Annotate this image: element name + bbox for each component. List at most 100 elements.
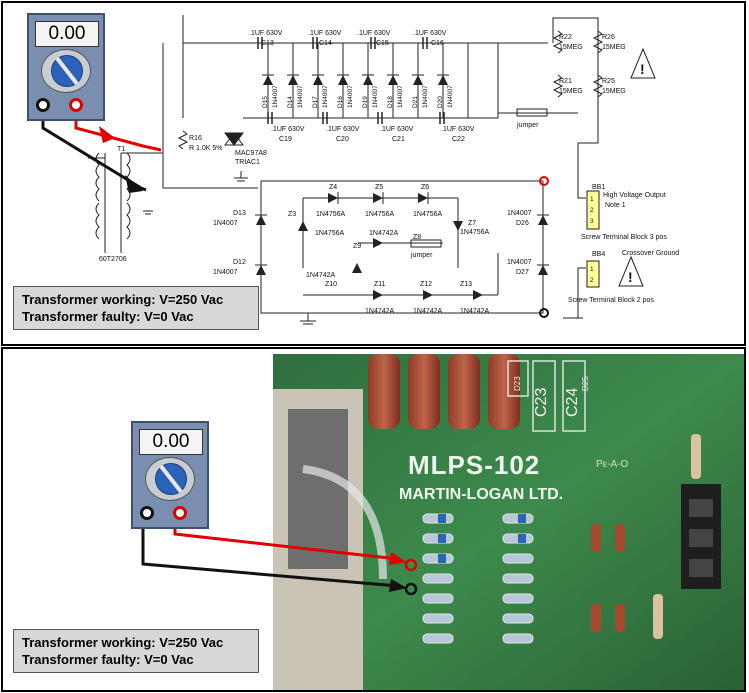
diode-part: 1N4007 <box>213 220 238 227</box>
triac-part: MAC97A8 <box>235 150 267 157</box>
rectifier-diodes <box>591 434 701 639</box>
diode-part: 1N4007 <box>347 85 354 108</box>
jumper-label: jumper <box>516 122 539 129</box>
cap-value: .1UF 630V <box>326 126 360 133</box>
board-name: MLPS-102 <box>408 450 540 480</box>
diode-ref: D17 <box>312 96 319 108</box>
diode-part: 1N4007 <box>422 85 429 108</box>
resistor-ref: R22 <box>559 34 572 41</box>
zener-part: 1N4742A <box>365 308 395 315</box>
zener-part: 1N4756A <box>315 230 345 237</box>
svg-text:!: ! <box>640 61 645 77</box>
zener-ref: Z13 <box>460 281 472 288</box>
info-line-working: Transformer working: V=250 Vac <box>22 635 224 650</box>
zener-ref: Z11 <box>374 281 386 288</box>
red-probe-point <box>539 176 549 186</box>
resistor-value: 15MEG <box>559 88 583 95</box>
zener-ref: Z9 <box>353 243 361 250</box>
info-line-working: Transformer working: V=250 Vac <box>22 292 224 307</box>
cap-value: .1UF 630V <box>441 126 475 133</box>
jumper-label: jumper <box>410 252 433 259</box>
resistor-value: 15MEG <box>559 44 583 51</box>
bb4-title: Crossover Ground <box>622 250 679 257</box>
cap-ref: C13 <box>261 40 274 47</box>
cap-value: .1UF 630V <box>308 30 342 37</box>
cap-ref: C16 <box>431 40 444 47</box>
diode-ref: D19 <box>362 96 369 108</box>
ref-label: D23 <box>513 376 522 391</box>
film-capacitors <box>368 354 520 429</box>
cap-ref: C21 <box>392 136 405 143</box>
warning-icon: ! <box>618 255 644 287</box>
diode-ref: D20 <box>437 96 444 108</box>
red-arrow-icon <box>99 126 115 143</box>
multimeter-display: 0.00 <box>139 429 203 455</box>
diode-ref: D26 <box>516 220 529 227</box>
resistor-value: 15MEG <box>602 88 626 95</box>
diode-ref: D27 <box>516 269 529 276</box>
bb1-desc: Screw Terminal Block 3 pos <box>581 234 667 241</box>
board-photo-panel: C23 C24 D23 D25 MLPS-102 Pε-A-O MARTIN-L… <box>1 347 746 692</box>
diode-part: 1N4007 <box>447 85 454 108</box>
cap-value: .1UF 630V <box>413 30 447 37</box>
zener-part: 1N4756A <box>413 211 443 218</box>
multimeter: 0.00 <box>131 421 209 529</box>
zener-ref: Z3 <box>288 211 296 218</box>
zener-part: 1N4756A <box>460 229 490 236</box>
selector-knob-icon <box>155 463 187 495</box>
triac-ref: TRIAC1 <box>235 159 260 166</box>
black-arrow-icon <box>125 175 143 193</box>
schematic-diagram: ! ! T1 60T2706 .1UF 630V C13 .1UF 630V C… <box>41 15 679 325</box>
zener-part: 1N4756A <box>365 211 395 218</box>
zener-ref: Z5 <box>375 184 383 191</box>
diode-part: 1N4007 <box>372 85 379 108</box>
bb4-terminal <box>586 260 600 288</box>
resistor-ref: R26 <box>602 34 615 41</box>
multimeter: 0.00 <box>27 13 105 121</box>
zener-ref: Z12 <box>420 281 432 288</box>
zener-part: 1N4742A <box>306 272 336 279</box>
diode-ref: D16 <box>337 96 344 108</box>
cap-label: C24 <box>564 388 581 417</box>
info-box: Transformer working: V=250 Vac Transform… <box>13 286 259 330</box>
board-marking: Pε-A-O <box>596 459 628 470</box>
r16-value: R 1.0K 5% <box>189 145 222 152</box>
black-jack-icon <box>140 506 154 520</box>
info-box: Transformer working: V=250 Vac Transform… <box>13 629 259 673</box>
cap-value: .1UF 630V <box>357 30 391 37</box>
diode-ref: D14 <box>287 96 294 108</box>
resistor-value: 15MEG <box>602 44 626 51</box>
schematic-panel: ! ! T1 60T2706 .1UF 630V C13 .1UF 630V C… <box>1 1 746 346</box>
red-jack-icon <box>173 506 187 520</box>
diode-ladder <box>255 74 549 300</box>
bb1-ref: BB1 <box>592 184 605 191</box>
bb4-desc: Screw Terminal Block 2 pos <box>568 297 654 304</box>
multimeter-display: 0.00 <box>35 21 99 47</box>
black-arrow-icon <box>389 579 407 592</box>
bb4-pin: 2 <box>590 277 594 284</box>
transformer-part: 60T2706 <box>99 256 127 263</box>
board-photo: C23 C24 D23 D25 MLPS-102 Pε-A-O MARTIN-L… <box>141 354 744 690</box>
cap-ref: C15 <box>376 40 389 47</box>
red-arrow-icon <box>389 552 407 565</box>
red-probe-point <box>404 558 418 572</box>
black-probe-point <box>539 308 549 318</box>
diode-part: 1N4007 <box>297 85 304 108</box>
bb1-note: Note 1 <box>605 202 626 209</box>
zener-part: 1N4742A <box>369 230 399 237</box>
svg-text:!: ! <box>628 269 633 285</box>
zener-ref: Z7 <box>468 220 476 227</box>
cap-ref: C14 <box>319 40 332 47</box>
warning-icon: ! <box>630 47 656 79</box>
zener-ref: Z6 <box>421 184 429 191</box>
ref-label: D25 <box>581 376 590 391</box>
zener-ref: Z10 <box>325 281 337 288</box>
bb1-terminal <box>586 190 600 230</box>
diode-ref: D15 <box>262 96 269 108</box>
r16-ref: R16 <box>189 135 202 142</box>
resistor-ref: R21 <box>559 78 572 85</box>
cap-value: .1UF 630V <box>249 30 283 37</box>
transformer-core <box>288 409 348 569</box>
cap-ref: C20 <box>336 136 349 143</box>
zener-part: 1N4742A <box>460 308 490 315</box>
